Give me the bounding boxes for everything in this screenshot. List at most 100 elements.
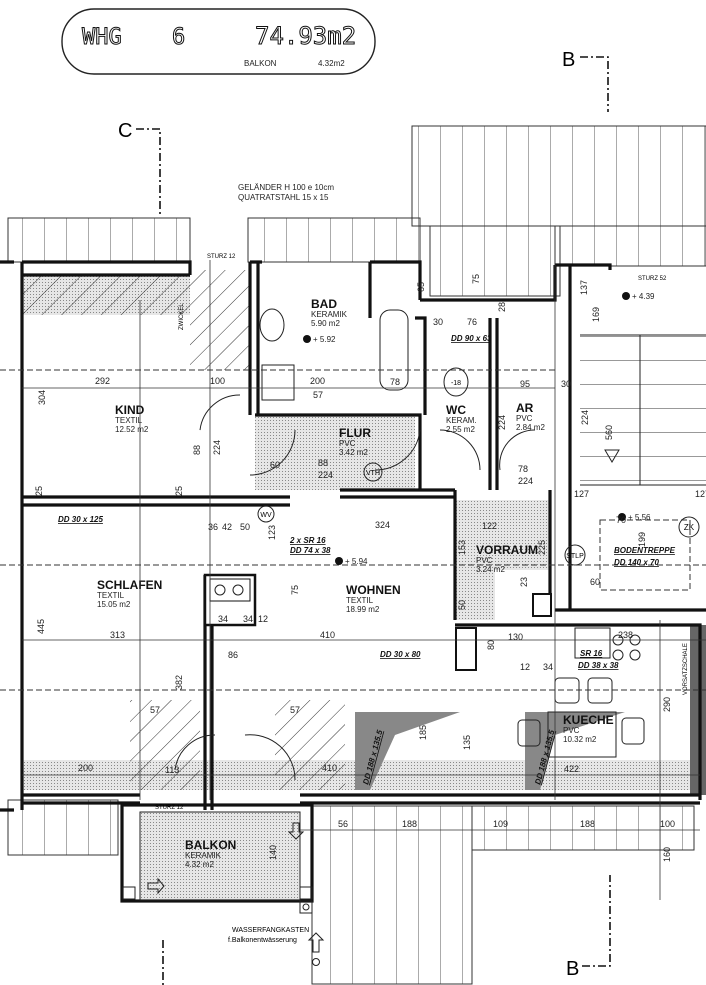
balcony-area: 4.32m2 bbox=[318, 59, 345, 68]
room-name: KUECHE bbox=[563, 713, 614, 727]
dimension-label: 304 bbox=[37, 390, 47, 405]
terraces bbox=[7, 125, 706, 985]
stlp-symbol: STLP bbox=[566, 553, 584, 560]
dimension-label: 78 bbox=[390, 377, 400, 387]
dimension-label: 224 bbox=[580, 410, 590, 425]
dimension-label: 80 bbox=[486, 640, 496, 650]
dimension-label: 95 bbox=[520, 379, 530, 389]
dimension-label: 50 bbox=[457, 600, 467, 610]
dimension-label: 25 bbox=[174, 486, 184, 496]
dimension-label: 12 bbox=[258, 614, 268, 624]
section-markers: B C B bbox=[118, 49, 611, 985]
room-floor: PVC bbox=[476, 556, 493, 565]
dimension-label: 122 bbox=[482, 521, 497, 531]
dimension-label: 422 bbox=[564, 764, 579, 774]
dimension-label: 160 bbox=[662, 847, 672, 862]
note-dd-38-38: DD 38 x 38 bbox=[578, 661, 619, 670]
room-floor: KERAMIK bbox=[185, 851, 222, 860]
staircase bbox=[580, 334, 706, 591]
level-value: + 5.92 bbox=[313, 335, 336, 344]
dimension-label: 188 bbox=[402, 819, 417, 829]
room-name: FLUR bbox=[339, 426, 371, 440]
note-railing-1: GELÄNDER H 100 e 10cm bbox=[238, 183, 334, 192]
room-area: 15.05 m2 bbox=[97, 600, 131, 609]
dimension-label: 86 bbox=[228, 650, 238, 660]
dimension-label: 313 bbox=[110, 630, 125, 640]
note-dd-30-80: DD 30 x 80 bbox=[380, 650, 421, 659]
dimension-label: 292 bbox=[95, 376, 110, 386]
dimension-label: 65 bbox=[416, 282, 426, 292]
note-sturz-52: STURZ 52 bbox=[638, 276, 667, 282]
dimension-label: 224 bbox=[518, 476, 533, 486]
dimension-label: 224 bbox=[318, 470, 333, 480]
note-wasserfang-1: WASSERFANGKASTEN bbox=[232, 927, 309, 934]
dimension-label: 324 bbox=[375, 520, 390, 530]
room-area: 18.99 m2 bbox=[346, 605, 380, 614]
dimension-label: 42 bbox=[222, 522, 232, 532]
dimension-label: 34 bbox=[243, 614, 253, 624]
room-name: KIND bbox=[115, 403, 145, 417]
level-value: + 4.39 bbox=[632, 292, 655, 301]
room-area: 4.32 m2 bbox=[185, 860, 214, 869]
room-name: BAD bbox=[311, 297, 337, 311]
dimension-label: 28 bbox=[497, 302, 507, 312]
dimension-label: 127 bbox=[695, 489, 706, 499]
dimension-label: 25 bbox=[34, 486, 44, 496]
room-area: 10.32 m2 bbox=[563, 735, 597, 744]
section-b-top: B bbox=[562, 49, 575, 71]
title-block: WHG 6 74.93m2 BALKON 4.32m2 bbox=[61, 8, 376, 75]
dimension-label: 88 bbox=[192, 445, 202, 455]
dimension-label: 57 bbox=[290, 705, 300, 715]
flur-floor bbox=[255, 415, 415, 490]
dimension-label: 23 bbox=[519, 577, 529, 587]
dimension-label: 30 bbox=[433, 317, 443, 327]
dimension-label: 224 bbox=[497, 415, 507, 430]
dimension-label: 88 bbox=[318, 458, 328, 468]
dimension-label: 30 bbox=[561, 379, 571, 389]
level-marker-icon bbox=[303, 335, 311, 343]
dimension-label: 225 bbox=[537, 540, 547, 555]
room-area: 12.52 m2 bbox=[115, 425, 149, 434]
floor-fills bbox=[22, 270, 706, 900]
dimension-label: 56 bbox=[338, 819, 348, 829]
room-name: WC bbox=[446, 403, 466, 417]
dimension-label: 140 bbox=[268, 845, 278, 860]
room-area: 3.42 m2 bbox=[339, 448, 368, 457]
dimension-label: 445 bbox=[36, 619, 46, 634]
room-floor: TEXTIL bbox=[97, 591, 125, 600]
dimension-label: 169 bbox=[591, 307, 601, 322]
note-sr-2x16: 2 x SR 16 bbox=[289, 536, 326, 545]
room-name: VORRAUM bbox=[476, 543, 538, 557]
note-dd-140-70: DD 140 x 70 bbox=[614, 558, 659, 567]
dimension-label: 34 bbox=[543, 662, 553, 672]
dimension-label: 123 bbox=[267, 525, 277, 540]
dimension-label: 410 bbox=[322, 763, 337, 773]
level-marker-icon bbox=[618, 513, 626, 521]
room-name: BALKON bbox=[185, 838, 236, 852]
dimension-label: 57 bbox=[313, 390, 323, 400]
wc-bowl-mark: -18 bbox=[451, 380, 461, 387]
dimension-label: 130 bbox=[508, 632, 523, 642]
room-floor: PVC bbox=[563, 726, 580, 735]
room-area: 2.55 m2 bbox=[446, 425, 475, 434]
level-value: + 5.94 bbox=[345, 557, 368, 566]
room-floor: PVC bbox=[516, 414, 533, 423]
level-value: + 5.56 bbox=[628, 513, 651, 522]
dimension-label: 560 bbox=[604, 425, 614, 440]
dimension-label: 290 bbox=[662, 697, 672, 712]
dimension-label: 185 bbox=[418, 725, 428, 740]
dimension-label: 382 bbox=[174, 675, 184, 690]
room-name: AR bbox=[516, 401, 534, 415]
dimension-label: 188 bbox=[580, 819, 595, 829]
